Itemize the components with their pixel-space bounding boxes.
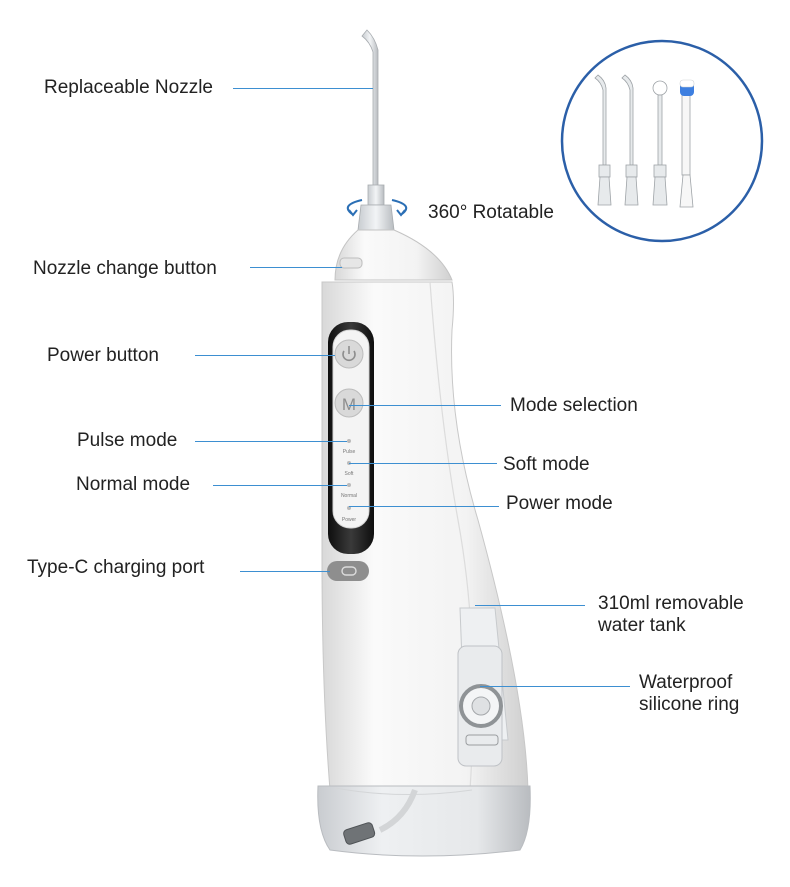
indicator-normal-text: Normal bbox=[341, 493, 357, 499]
leader-line-type-c bbox=[240, 571, 330, 572]
label-nozzle-change-button: Nozzle change button bbox=[33, 258, 217, 279]
water-tank-window bbox=[457, 607, 509, 767]
water-tank bbox=[317, 785, 531, 857]
label-normal-mode: Normal mode bbox=[76, 474, 191, 495]
power-icon bbox=[342, 346, 356, 362]
rotation-arrows-icon bbox=[346, 199, 408, 217]
label-silicone-ring: Waterproof silicone ring bbox=[639, 672, 789, 716]
indicator-soft-text: Soft bbox=[345, 471, 355, 477]
label-water-tank: 310ml removable water tank bbox=[598, 593, 788, 637]
indicator-pulse-text: Pulse bbox=[343, 449, 356, 455]
leader-line-pulse bbox=[195, 441, 347, 442]
replaceable-nozzle bbox=[357, 29, 395, 231]
leader-line-mode-selection bbox=[349, 405, 501, 406]
type-c-port-part bbox=[327, 561, 369, 581]
label-power-button: Power button bbox=[47, 345, 159, 366]
mode-button-letter: M bbox=[342, 395, 356, 414]
device-head bbox=[334, 229, 453, 281]
usb-c-icon bbox=[341, 566, 357, 576]
label-rotatable: 360° Rotatable bbox=[428, 202, 554, 223]
leader-line-nozzle bbox=[233, 88, 373, 89]
label-type-c-port: Type-C charging port bbox=[27, 557, 205, 578]
leader-line-soft bbox=[349, 463, 497, 464]
mode-button-part bbox=[334, 388, 364, 418]
leader-line-power-button bbox=[195, 355, 335, 356]
label-silicone-ring-line1: Waterproof bbox=[639, 672, 733, 693]
indicator-power-text: Power bbox=[342, 517, 357, 523]
label-replaceable-nozzle: Replaceable Nozzle bbox=[44, 77, 213, 98]
label-mode-selection: Mode selection bbox=[510, 395, 638, 416]
leader-line-tank bbox=[475, 605, 585, 606]
leader-line-silicone bbox=[480, 686, 630, 687]
label-soft-mode: Soft mode bbox=[503, 454, 590, 475]
leader-line-nozzle-change bbox=[250, 267, 342, 268]
label-pulse-mode: Pulse mode bbox=[77, 430, 178, 451]
label-power-mode: Power mode bbox=[506, 493, 613, 514]
spare-nozzles-inset bbox=[560, 39, 764, 243]
label-silicone-ring-line2: silicone ring bbox=[639, 694, 740, 715]
leader-line-normal bbox=[213, 485, 347, 486]
leader-line-power-mode bbox=[349, 506, 499, 507]
nozzle-change-button-part bbox=[339, 257, 363, 269]
label-water-tank-line2: water tank bbox=[598, 615, 686, 636]
label-water-tank-line1: 310ml removable bbox=[598, 593, 744, 614]
